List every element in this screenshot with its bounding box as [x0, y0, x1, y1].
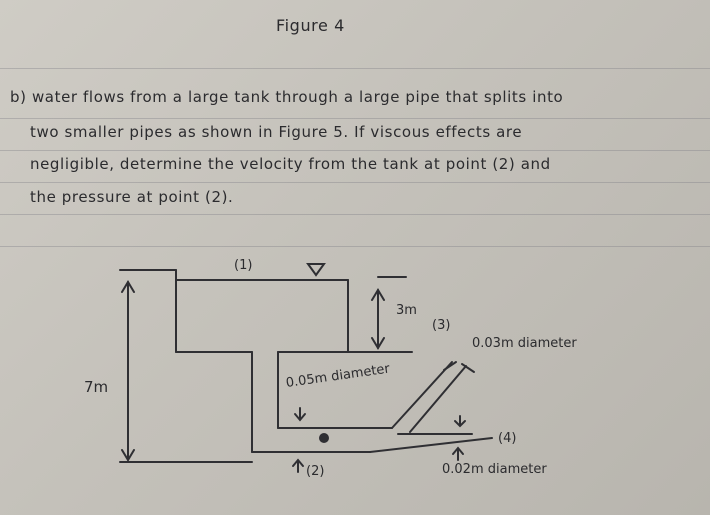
ruled-line [0, 150, 710, 151]
ruled-line [0, 182, 710, 183]
point-2-marker [319, 433, 329, 443]
branch-diagonal-outer [391, 361, 453, 429]
ruled-line [0, 68, 710, 69]
branch-lower-wall [369, 437, 493, 453]
arrow-point-4 [454, 415, 466, 428]
arrow-point-2 [292, 458, 304, 473]
question-line-4: the pressure at point (2). [30, 188, 234, 206]
ruled-line [0, 214, 710, 215]
label-point-1: (1) [234, 258, 253, 273]
free-surface-triangle-icon [306, 263, 326, 277]
label-point-4: (4) [498, 431, 517, 446]
question-line-3: negligible, determine the velocity from … [30, 155, 551, 173]
question-line-1: b) water flows from a large tank through… [10, 88, 564, 106]
label-point-3: (3) [432, 318, 451, 333]
arrow-7m-down [121, 449, 135, 462]
ruled-line [0, 118, 710, 119]
branch-diagonal-inner [409, 365, 467, 433]
arrow-point-3 [443, 361, 457, 371]
question-line-2: two smaller pipes as shown in Figure 5. … [30, 123, 523, 141]
arrow-3m-down [371, 337, 385, 350]
arrow-main-pipe [294, 407, 306, 422]
arrow-7m-up [121, 280, 135, 293]
arrow-d3 [461, 363, 475, 373]
label-diameter-4: 0.02m diameter [442, 462, 547, 477]
arrow-3m-up [371, 288, 385, 301]
ruled-line [0, 246, 710, 247]
figure-title: Figure 4 [276, 16, 345, 35]
label-diameter-3: 0.03m diameter [472, 336, 577, 351]
label-depth: 3m [396, 303, 417, 318]
arrow-d4 [452, 446, 464, 461]
label-point-2: (2) [306, 464, 325, 479]
label-total-height: 7m [84, 378, 109, 396]
